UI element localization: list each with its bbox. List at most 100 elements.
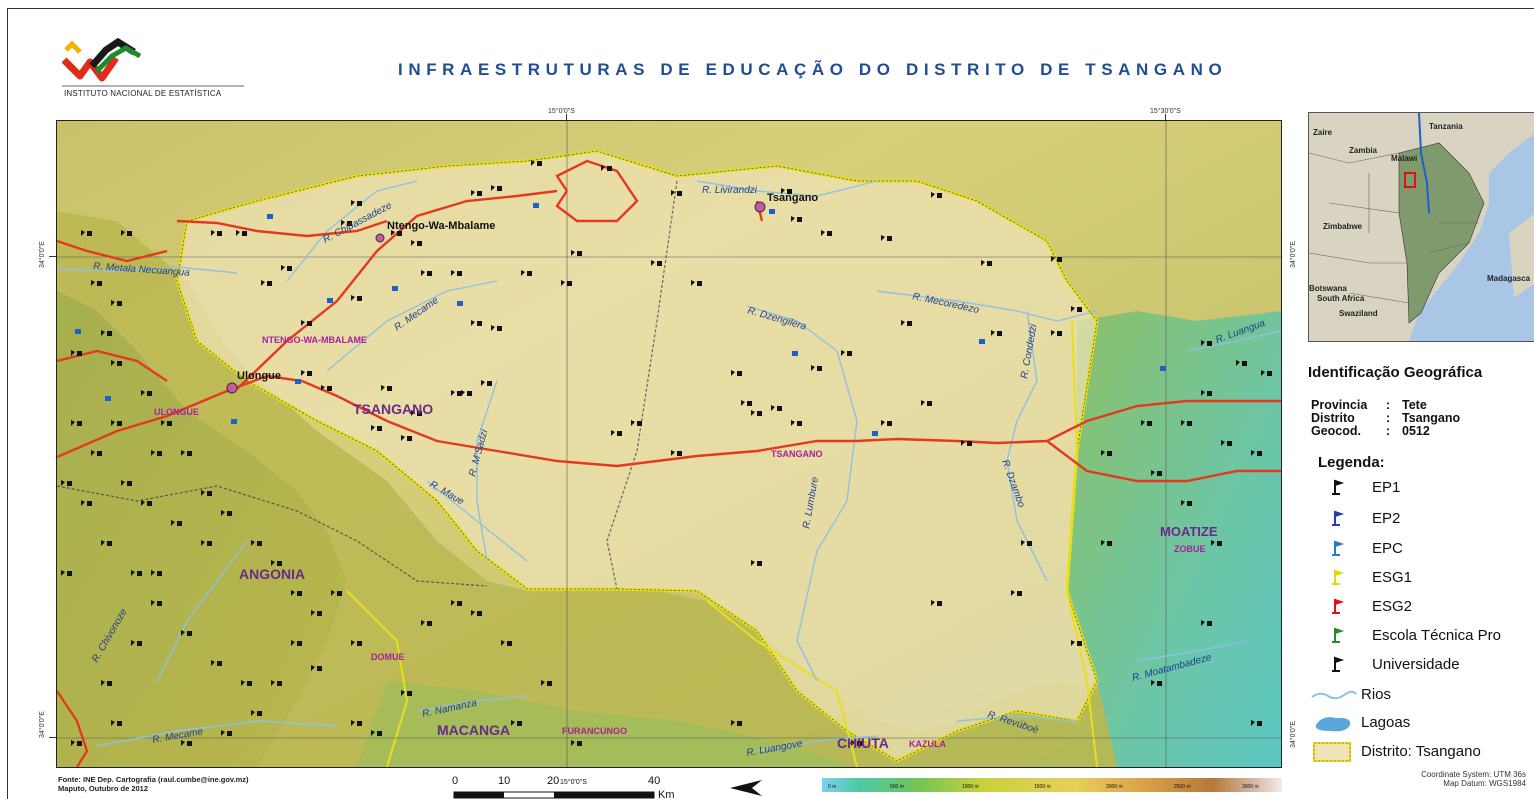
inset-label: Tanzania <box>1429 122 1463 131</box>
inset-map: Zaire Tanzania Zambia Malawi Zimbabwe Bo… <box>1308 112 1534 342</box>
geo-key: Distrito <box>1311 411 1355 425</box>
school-marker-flag <box>841 350 845 356</box>
school-marker <box>607 166 612 171</box>
main-map[interactable]: Tsangano Ntengo-Wa-Mbalame Ulongue NTENG… <box>56 120 1282 768</box>
school-marker-flag <box>221 510 225 516</box>
school-marker-flag <box>101 680 105 686</box>
school-marker-flag <box>351 720 355 726</box>
school-marker-flag <box>91 280 95 286</box>
school-marker <box>417 411 422 416</box>
colorbar-label: 2500 m <box>1174 784 1191 790</box>
legend-label: Escola Técnica Pro <box>1372 627 1501 644</box>
school-marker-flag <box>741 400 745 406</box>
school-marker-flag <box>381 385 385 391</box>
school-symbol-icon <box>1332 569 1345 585</box>
admin-furancungo: FURANCUNGO <box>562 726 627 736</box>
school-symbol-icon <box>1332 479 1345 495</box>
school-marker-flag <box>981 260 985 266</box>
school-marker <box>207 541 212 546</box>
school-marker <box>357 721 362 726</box>
school-marker <box>67 571 72 576</box>
district-tsangano: TSANGANO <box>353 401 433 417</box>
school-marker <box>147 501 152 506</box>
scale-label: 20 <box>547 775 559 787</box>
school-marker <box>167 421 172 426</box>
school-marker-flag <box>671 450 675 456</box>
geo-key: Provincia <box>1311 398 1368 412</box>
geo-row-distrito: Distrito:Tsangano <box>1311 411 1460 425</box>
school-marker-flag <box>671 190 675 196</box>
inset-label: Zimbabwe <box>1323 222 1363 231</box>
school-marker-flag <box>271 680 275 686</box>
map-frame <box>7 8 1534 799</box>
school-marker <box>187 741 192 746</box>
north-arrow-icon <box>730 780 762 796</box>
school-marker-flag <box>291 640 295 646</box>
geo-value: Tete <box>1402 398 1427 412</box>
school-marker <box>337 591 342 596</box>
school-marker <box>307 321 312 326</box>
geo-sep: : <box>1386 398 1391 412</box>
school-marker-flag <box>271 560 275 566</box>
school-marker-flag <box>201 490 205 496</box>
school-marker-flag <box>391 230 395 236</box>
map-title: INFRAESTRUTURAS DE EDUCAÇÃO DO DISTRITO … <box>398 60 1228 79</box>
school-marker <box>297 591 302 596</box>
school-marker <box>927 401 932 406</box>
school-marker <box>937 601 942 606</box>
district-moatize: MOATIZE <box>1160 524 1218 539</box>
river-label: R. Livirandzi <box>702 185 758 196</box>
legend-label: ESG2 <box>1372 598 1413 615</box>
legend-item: ESG2 <box>1310 595 1534 619</box>
school-marker <box>387 386 392 391</box>
district-chiuta: CHIUTA <box>837 735 889 751</box>
school-marker <box>757 411 762 416</box>
school-marker-flag <box>1251 720 1255 726</box>
school-marker-flag <box>561 280 565 286</box>
school-marker-flag <box>1051 256 1055 262</box>
legend-item: Escola Técnica Pro <box>1310 624 1534 648</box>
school-marker-flag <box>236 230 240 236</box>
school-marker <box>1207 341 1212 346</box>
school-marker <box>577 741 582 746</box>
school-symbol-icon <box>1332 598 1345 614</box>
school-marker <box>127 231 132 236</box>
school-marker-flag <box>1151 680 1155 686</box>
school-marker-flag <box>931 192 935 198</box>
school-marker <box>1017 591 1022 596</box>
tick <box>49 737 56 738</box>
school-marker-flag <box>731 370 735 376</box>
legend-title: Legenda: <box>1318 454 1385 471</box>
school-marker <box>97 281 102 286</box>
school-marker-flag <box>291 590 295 596</box>
cs-line-1: Coordinate System: UTM 36s <box>1421 770 1526 779</box>
school-marker <box>77 421 82 426</box>
school-marker <box>637 421 642 426</box>
school-marker-flag <box>151 600 155 606</box>
school-marker-flag <box>301 320 305 326</box>
school-marker-flag <box>1221 440 1225 446</box>
school-marker <box>227 511 232 516</box>
school-marker <box>737 371 742 376</box>
inset-label: Swaziland <box>1339 309 1378 318</box>
school-marker-flag <box>61 570 65 576</box>
school-marker-flag <box>1021 540 1025 546</box>
legend-item: Universidade <box>1310 653 1534 677</box>
school-marker <box>487 381 492 386</box>
school-marker-flag <box>261 280 265 286</box>
legend-item: ESG1 <box>1310 566 1534 590</box>
school-marker-flag <box>81 230 85 236</box>
school-marker <box>1267 371 1272 376</box>
scale-label: 10 <box>498 775 510 787</box>
school-marker <box>517 721 522 726</box>
school-marker <box>787 189 792 194</box>
school-marker <box>97 451 102 456</box>
geo-sep: : <box>1386 424 1391 438</box>
legend-item: EP1 <box>1310 476 1534 500</box>
school-marker-flag <box>81 500 85 506</box>
school-marker <box>857 741 862 746</box>
school-marker <box>1257 451 1262 456</box>
place-ulongue: Ulongue <box>237 370 281 382</box>
coord-side-top: 34°0'0"E <box>39 241 46 268</box>
tick <box>1165 114 1166 121</box>
